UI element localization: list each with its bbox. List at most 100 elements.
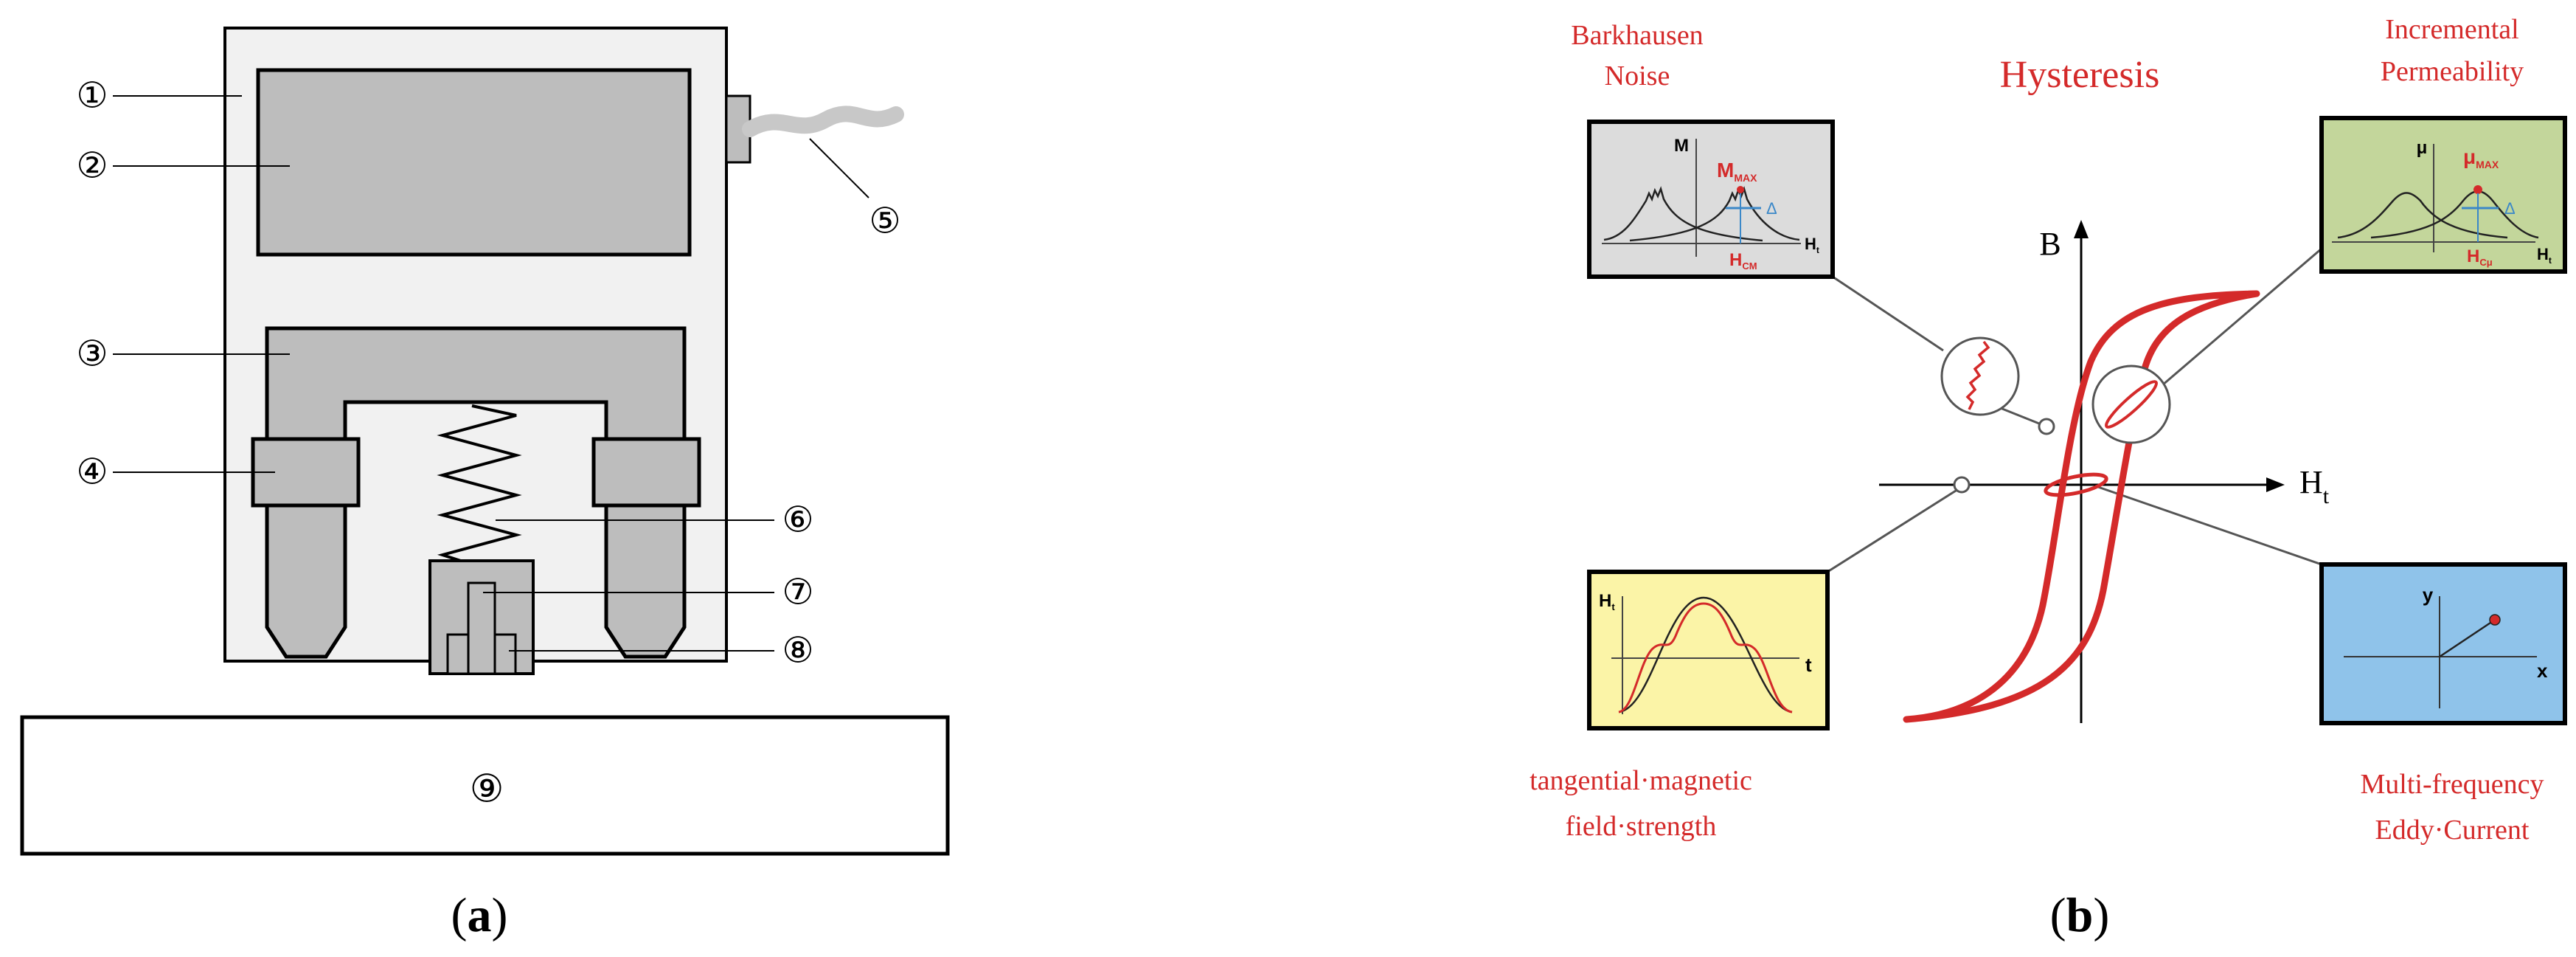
- caption-b-letter: b: [2066, 888, 2094, 942]
- inset-permeability-peak-sub: MAX: [2476, 159, 2499, 170]
- coil-right: [591, 437, 701, 508]
- point-tangential: [1953, 476, 1971, 494]
- probe-core: [467, 581, 496, 675]
- h-axis-label: Ht: [2299, 464, 2330, 508]
- hysteresis-loop: [1903, 290, 2260, 723]
- inset-barkhausen-delta: Δ: [1766, 199, 1777, 218]
- callout-2: ②: [76, 147, 108, 186]
- inset-barkhausen-y-label: M: [1674, 136, 1689, 156]
- inset-barkhausen-peak-label: MMAX: [1717, 159, 1757, 184]
- caption-a-letter: a: [468, 888, 492, 942]
- inset-barkhausen-x-main: H: [1805, 235, 1816, 253]
- inset-permeability-box: [2319, 116, 2567, 274]
- label-incremental-line1: Incremental: [2385, 14, 2518, 45]
- callout-3: ③: [76, 335, 108, 374]
- probe-pickup-left: [446, 633, 470, 675]
- inset-permeability-x-sub: t: [2549, 255, 2552, 266]
- inset-barkhausen-curve-right: [1629, 186, 1800, 242]
- label-tangential: tangential·magnetic field·strength: [1530, 765, 1752, 842]
- inset-permeability-x-main: H: [2537, 245, 2549, 263]
- inset-tangential-distorted: [1618, 602, 1793, 714]
- inset-eddy-x-label: x: [2537, 660, 2548, 682]
- label-eddy-line1: Multi-frequency: [2360, 769, 2544, 800]
- spring: [437, 404, 522, 566]
- connector-tangential: [1827, 486, 1962, 573]
- point-barkhausen: [2038, 418, 2055, 435]
- inset-permeability-coercive-label: HCμ: [2467, 246, 2493, 268]
- inset-barkhausen-x-sub: t: [1816, 245, 1819, 255]
- inset-permeability-delta: Δ: [2504, 199, 2516, 218]
- b-axis-arrow: [2074, 220, 2089, 238]
- inset-eddy-y-label: y: [2423, 584, 2434, 606]
- inset-tangential-box: [1587, 570, 1830, 730]
- inset-eddy-vector: [2439, 618, 2496, 658]
- label-tangential-line1: tangential·magnetic: [1530, 765, 1752, 796]
- callout-7: ⑦: [782, 573, 813, 612]
- inset-permeability-coercive-sub: Cμ: [2479, 257, 2492, 268]
- inset-tangential-y-main: H: [1599, 591, 1611, 611]
- inset-permeability-peak-label: μMAX: [2463, 145, 2499, 170]
- inset-tangential-y-label: Ht: [1599, 591, 1615, 612]
- caption-b-open: (: [2050, 888, 2066, 942]
- connector-barkhausen: [1832, 275, 1944, 352]
- magnetic-yoke: [265, 326, 687, 659]
- inset-permeability-coercive-main: H: [2467, 246, 2479, 266]
- inset-permeability-peak: [2473, 185, 2482, 194]
- inset-barkhausen-peak-sub: MAX: [1734, 172, 1757, 184]
- caption-b-close: ): [2093, 888, 2109, 942]
- inset-permeability-curve-left: [2337, 192, 2508, 239]
- inset-barkhausen-coercive-label: HCM: [1729, 250, 1757, 272]
- caption-a-open: (: [451, 888, 468, 942]
- inset-eddy: y x: [2319, 562, 2567, 725]
- inset-eddy-box: [2319, 562, 2567, 725]
- h-axis-label-main: H: [2299, 464, 2323, 500]
- leader-5: [809, 138, 869, 198]
- caption-a-close: ): [492, 888, 508, 942]
- inset-barkhausen-box: [1587, 120, 1835, 279]
- inset-barkhausen-x-label: Ht: [1805, 235, 1819, 255]
- caption-a: (a): [451, 888, 508, 942]
- inset-barkhausen-coercive-main: H: [1729, 250, 1742, 270]
- inset-tangential-sine: [1618, 596, 1793, 714]
- electronics-block: [256, 68, 692, 257]
- b-axis-label: B: [2039, 226, 2061, 262]
- callout-8: ⑧: [782, 632, 813, 671]
- callout-1: ①: [76, 77, 108, 116]
- label-barkhausen-line2: Noise: [1605, 61, 1670, 91]
- inset-tangential-x-label: t: [1805, 654, 1812, 676]
- inset-permeability: μ μMAX Δ HCμ Ht: [2319, 116, 2567, 274]
- minor-loop-origin: [2044, 472, 2108, 497]
- label-eddy-line2: Eddy·Current: [2375, 815, 2530, 846]
- magnifier-permeability-loop: [2105, 380, 2158, 429]
- h-axis-arrow: [2266, 477, 2285, 492]
- inset-permeability-y-label: μ: [2417, 138, 2428, 158]
- h-axis-label-sub: t: [2323, 484, 2330, 508]
- inset-barkhausen: M MMAX Δ HCM Ht: [1587, 120, 1835, 279]
- inset-tangential: Ht t: [1587, 570, 1830, 730]
- specimen-plate: [20, 715, 950, 856]
- label-barkhausen-line1: Barkhausen: [1571, 20, 1703, 51]
- label-incremental-line2: Permeability: [2381, 56, 2524, 87]
- connector-barkhausen-point: [1994, 404, 2047, 428]
- callout-6: ⑥: [782, 501, 813, 540]
- inset-eddy-point: [2489, 614, 2501, 626]
- connector-eddy: [2097, 486, 2322, 566]
- magnifier-permeability: [2091, 365, 2171, 444]
- cable: [742, 106, 904, 137]
- title-hysteresis: Hysteresis: [2000, 54, 2160, 96]
- inset-barkhausen-peak-main: M: [1717, 159, 1734, 182]
- probe-pickup-right: [493, 633, 517, 675]
- inset-barkhausen-peak: [1737, 186, 1744, 193]
- callout-5: ⑤: [869, 202, 900, 241]
- caption-b: (b): [2050, 888, 2110, 942]
- inset-barkhausen-curve-left: [1603, 186, 1763, 242]
- inset-barkhausen-coercive-sub: CM: [1742, 260, 1757, 272]
- magnifier-barkhausen-zigzag: [1965, 340, 1990, 410]
- inset-permeability-x-label: Ht: [2537, 245, 2552, 266]
- inset-tangential-y-sub: t: [1611, 601, 1615, 612]
- label-tangential-line2: field·strength: [1566, 811, 1717, 842]
